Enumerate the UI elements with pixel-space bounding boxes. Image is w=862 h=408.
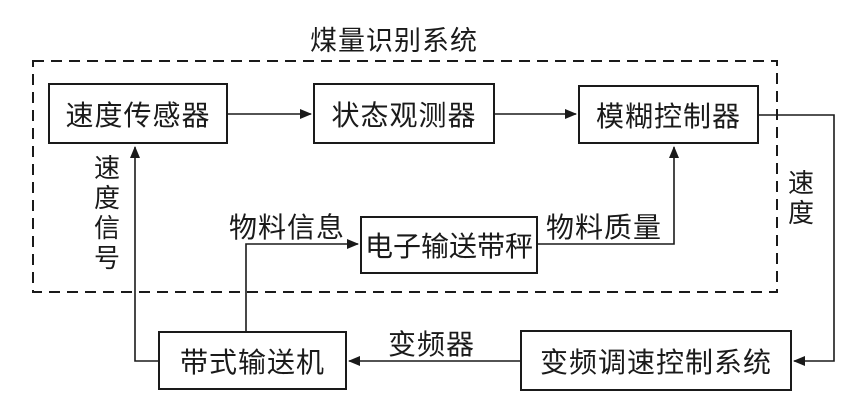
arrow-belt-conveyor-to-speed-sensor <box>130 146 158 362</box>
box-state-observer: 状态观测器 <box>313 83 495 144</box>
box-electronic-belt-scale: 电子输送带秤 <box>360 216 538 274</box>
arrow-fuzzy-controller-to-vfd-control <box>759 114 835 366</box>
box-electronic-belt-scale-label: 电子输送带秤 <box>364 232 533 263</box>
arrow-belt-scale-to-fuzzy-controller <box>538 146 679 245</box>
diagram-title: 煤量识别系统 <box>310 26 478 56</box>
label-speed-signal: 速度信号 <box>93 154 120 273</box>
box-belt-conveyor: 带式输送机 <box>158 331 347 390</box>
box-vfd-speed-control-system-label: 变频调速控制系统 <box>539 347 772 379</box>
box-vfd-speed-control-system: 变频调速控制系统 <box>520 330 792 391</box>
label-material-info: 物料信息 <box>229 213 346 244</box>
box-fuzzy-controller-label: 模糊控制器 <box>595 101 741 133</box>
label-speed: 速度 <box>787 169 814 228</box>
arrow-belt-conveyor-to-belt-scale <box>245 239 359 331</box>
box-state-observer-label: 状态观测器 <box>331 100 477 132</box>
box-belt-conveyor-label: 带式输送机 <box>179 347 325 379</box>
box-fuzzy-controller: 模糊控制器 <box>578 85 759 144</box>
label-frequency-converter: 变频器 <box>388 330 476 361</box>
box-speed-sensor-label: 速度传感器 <box>65 100 211 132</box>
label-material-mass: 物料质量 <box>546 213 663 244</box>
box-speed-sensor: 速度传感器 <box>48 83 228 144</box>
